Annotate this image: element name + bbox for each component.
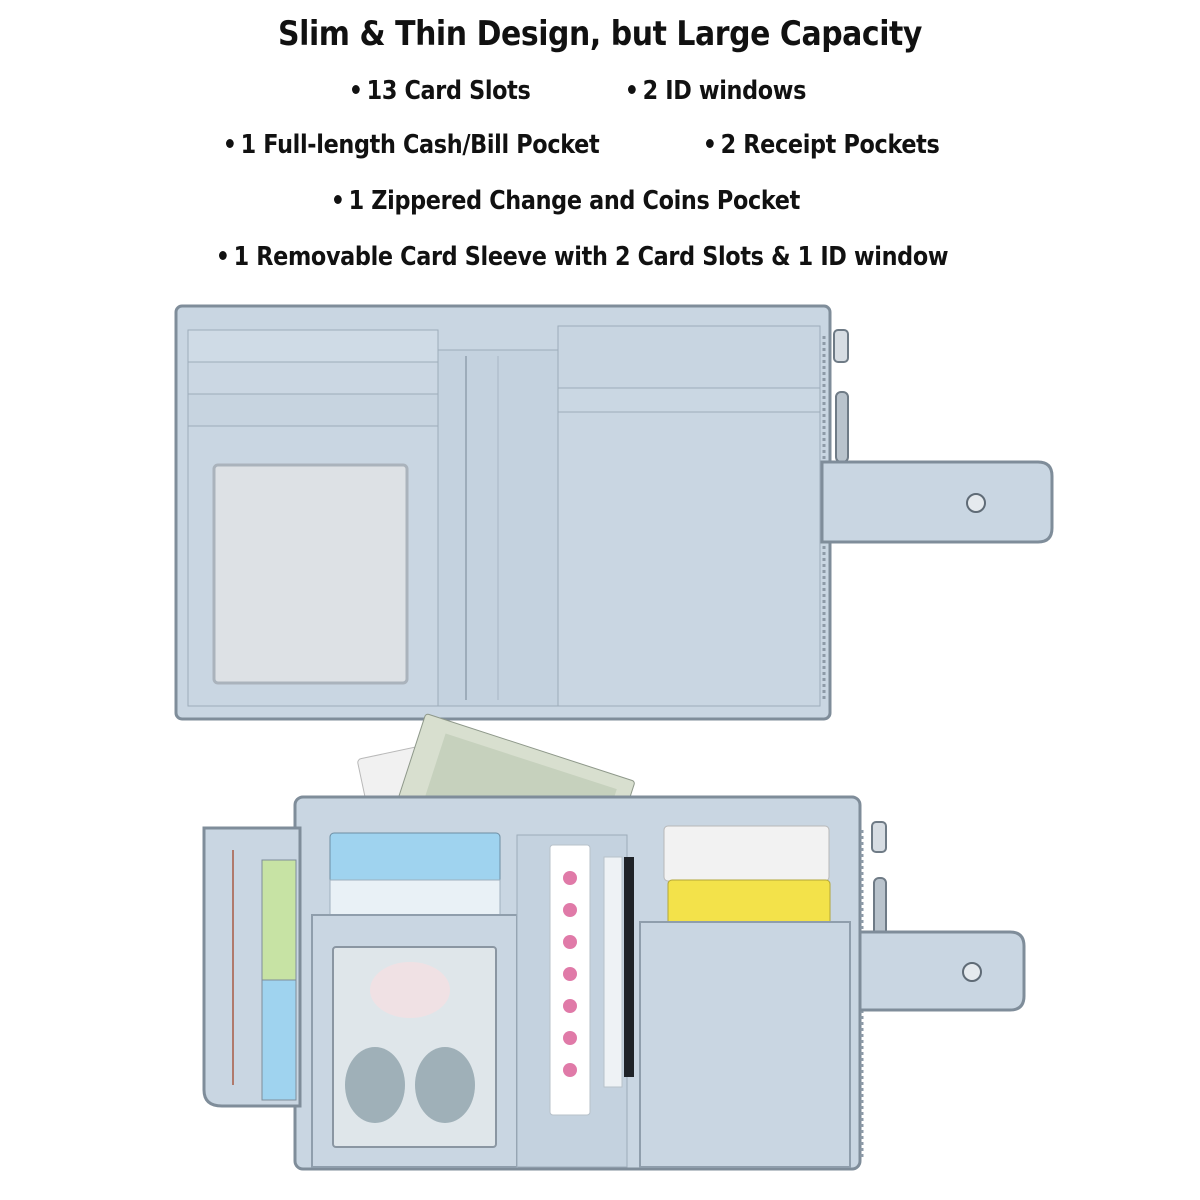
headline: Slim & Thin Design, but Large Capacity	[278, 14, 922, 54]
bullet-icon	[628, 85, 636, 94]
bullet-icon	[219, 251, 227, 260]
feature-item: 1 Full-length Cash/Bill Pocket	[226, 130, 600, 160]
feature-item: 1 Removable Card Sleeve with 2 Card Slot…	[219, 242, 949, 272]
feature-item: 2 Receipt Pockets	[706, 130, 940, 160]
bullet-icon	[334, 195, 342, 204]
bullet-icon	[226, 139, 234, 148]
bullet-icon	[706, 139, 714, 148]
bullet-icon	[352, 85, 360, 94]
feature-item: 1 Zippered Change and Coins Pocket	[334, 186, 800, 216]
feature-item: 13 Card Slots	[352, 76, 531, 106]
feature-item: 2 ID windows	[628, 76, 806, 106]
